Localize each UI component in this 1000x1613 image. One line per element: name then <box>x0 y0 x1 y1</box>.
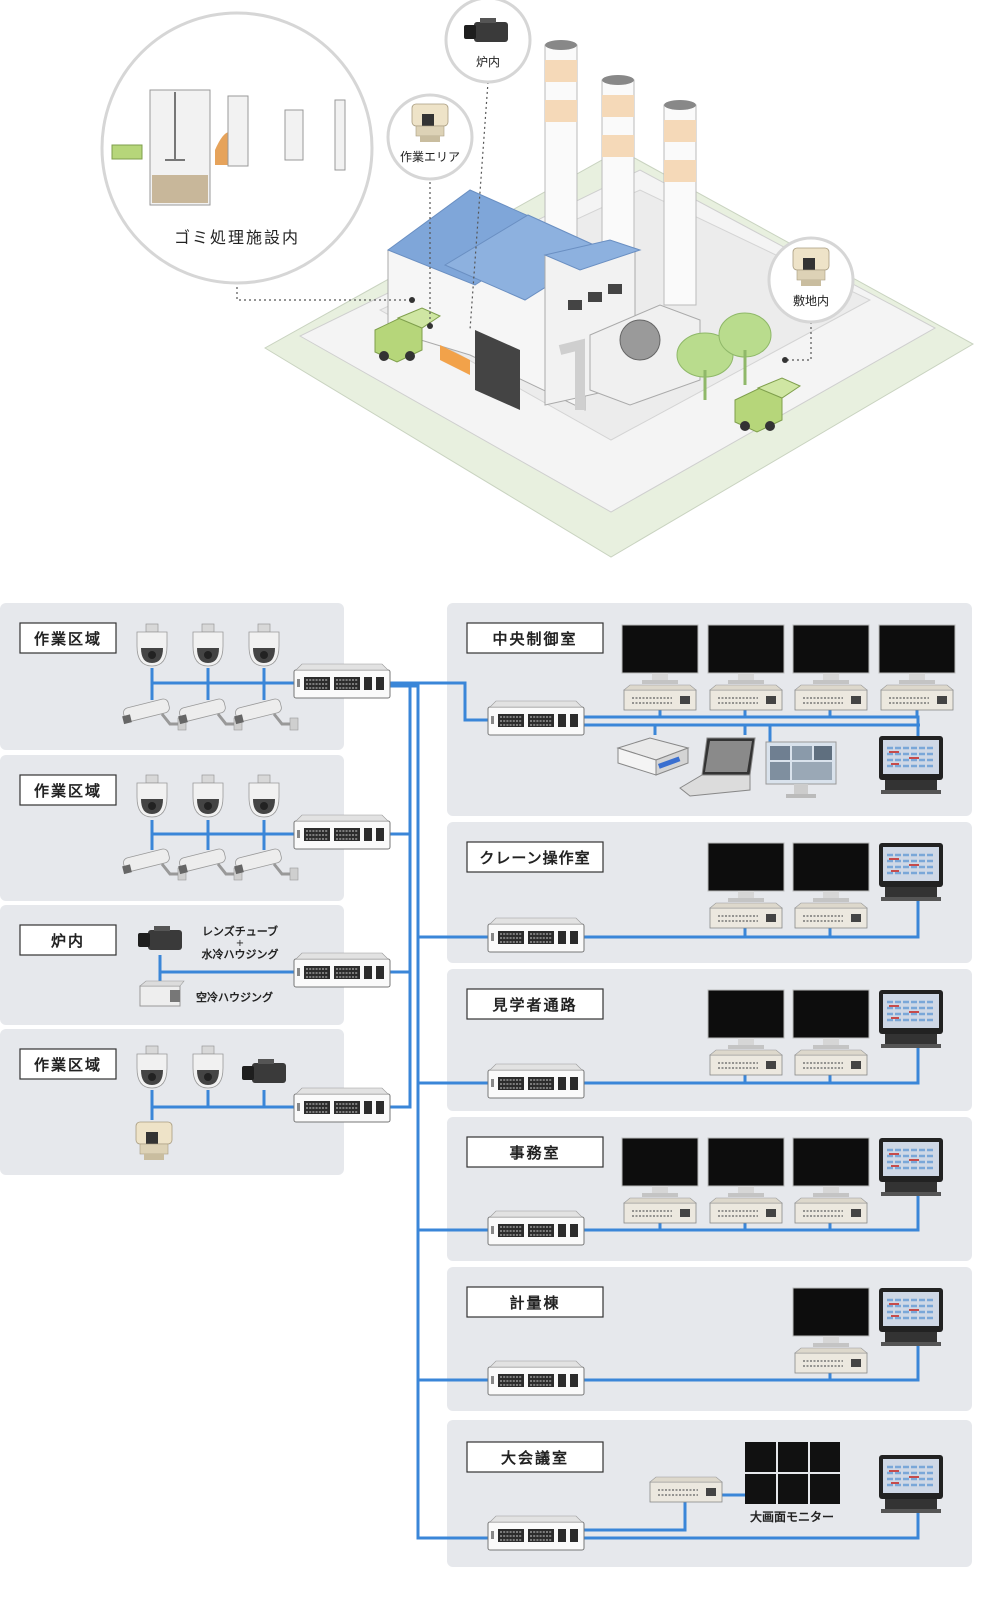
laptop-icon <box>679 737 756 797</box>
surveillance-display-icon <box>765 741 837 798</box>
large-monitor-label: 大画面モニター <box>750 1509 834 1524</box>
zone-label: 炉内 <box>51 932 85 950</box>
decoder-icon <box>794 1347 868 1374</box>
zone-2: 作業区域 <box>19 774 391 882</box>
decoder-icon <box>709 1197 783 1224</box>
decoder-icon <box>794 1049 868 1076</box>
lens-tube-label: レンズチューブ <box>202 924 278 938</box>
decoder-icon <box>649 1476 723 1503</box>
zone-label: 作業区域 <box>34 782 102 800</box>
air-cooled-housing-icon <box>139 980 185 1007</box>
decoder-icon <box>880 684 954 711</box>
water-cooled-housing-label: 水冷ハウジング <box>202 947 279 961</box>
touch-console-icon <box>877 1286 945 1348</box>
decoder-icon <box>709 1049 783 1076</box>
room-weighing-building: 計量棟 <box>466 1286 945 1396</box>
callout-premises: 敷地内 <box>767 236 855 324</box>
decoder-icon <box>709 684 783 711</box>
truck-2 <box>734 377 802 433</box>
callout-work-area: 作業エリア <box>386 93 474 181</box>
plus-label: + <box>236 938 244 949</box>
room-large-conference: 大会議室 大画面モニター <box>466 1441 945 1551</box>
callout-furnace: 炉内 <box>444 0 532 84</box>
decoder-icon <box>709 902 783 929</box>
air-cooled-housing-label: 空冷ハウジング <box>196 990 273 1004</box>
zone-4: 作業区域 <box>19 1045 391 1161</box>
decoder-icon <box>623 684 697 711</box>
zone-label: 作業区域 <box>34 630 102 648</box>
network-switch-icon <box>293 663 391 699</box>
room-crane-operation: クレーン操作室 <box>466 841 945 953</box>
room-label: クレーン操作室 <box>479 849 590 867</box>
facility-illustration: ゴミ処理施設内 炉内 作業エリア 敷地内 <box>100 0 975 558</box>
decoder-icon <box>794 684 868 711</box>
network-diagram: 作業区域 作業区域 炉内 レンズチューブ + <box>0 603 972 1567</box>
room-label: 計量棟 <box>509 1294 560 1312</box>
room-label: 中央制御室 <box>492 630 577 648</box>
network-switch-icon <box>293 814 391 850</box>
network-switch-icon <box>487 700 585 736</box>
network-switch-icon <box>487 1360 585 1396</box>
room-visitor-corridor: 見学者通路 <box>466 988 945 1099</box>
callout-work-area-label: 作業エリア <box>400 150 460 164</box>
room-label: 事務室 <box>509 1144 560 1162</box>
room-central-control: 中央制御室 <box>466 622 956 798</box>
touch-console-icon <box>877 734 945 796</box>
facility-bubble: ゴミ処理施設内 <box>100 11 374 285</box>
touch-console-icon <box>877 841 945 903</box>
touch-console-icon <box>877 1453 945 1515</box>
room-label: 見学者通路 <box>491 996 577 1014</box>
facility-bubble-label: ゴミ処理施設内 <box>174 228 300 247</box>
leader-lines <box>236 81 812 361</box>
zone-1: 作業区域 <box>19 622 391 732</box>
callout-premises-label: 敷地内 <box>793 293 829 308</box>
callout-furnace-label: 炉内 <box>476 55 500 69</box>
room-label: 大会議室 <box>501 1449 569 1467</box>
network-switch-icon <box>487 1063 585 1099</box>
network-switch-icon <box>487 917 585 953</box>
decoder-icon <box>794 902 868 929</box>
room-office: 事務室 <box>466 1136 945 1246</box>
touch-console-icon <box>877 1136 945 1198</box>
network-switch-icon <box>293 1087 391 1123</box>
large-video-wall-icon <box>745 1442 840 1504</box>
zone-3: 炉内 レンズチューブ + 水冷ハウジング 空冷ハウジング <box>19 924 391 1007</box>
network-switch-icon <box>293 952 391 988</box>
zone-label: 作業区域 <box>34 1056 102 1074</box>
trees <box>676 312 772 400</box>
decoder-icon <box>794 1197 868 1224</box>
recorder-icon <box>616 737 690 776</box>
network-switch-icon <box>487 1515 585 1551</box>
zone-panel <box>0 905 344 1025</box>
incineration-building <box>386 189 701 411</box>
decoder-icon <box>623 1197 697 1224</box>
touch-console-icon <box>877 988 945 1050</box>
network-switch-icon <box>487 1210 585 1246</box>
